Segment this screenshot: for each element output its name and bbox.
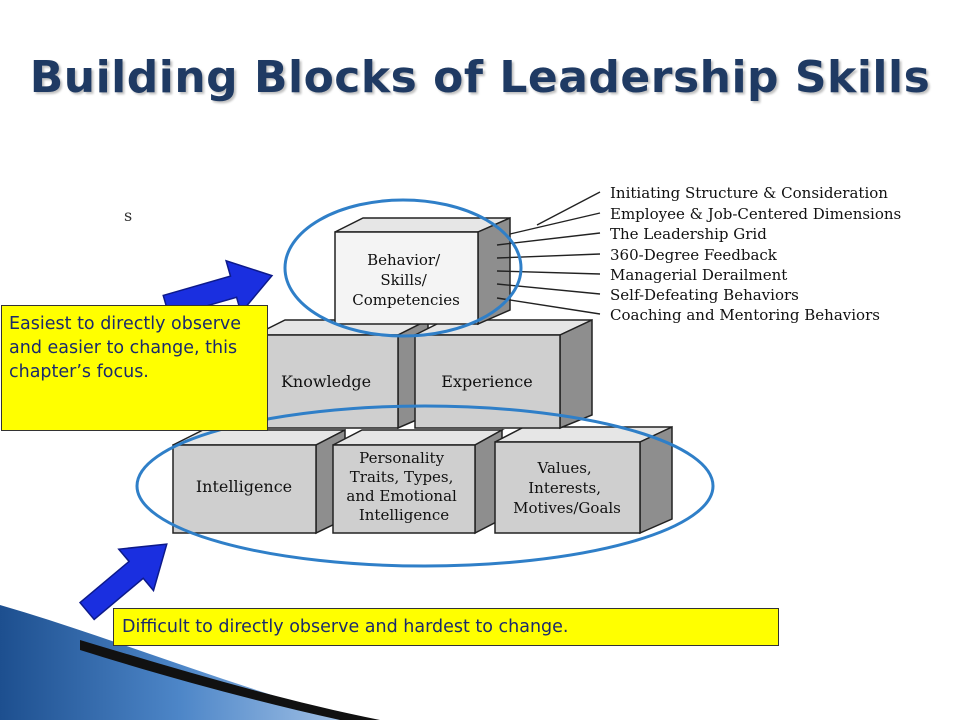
callout-difficult-text: Difficult to directly observe and hardes… [122, 617, 569, 637]
highlight-ellipse-bottom [135, 404, 715, 568]
highlight-ellipse-top [283, 198, 523, 338]
block-values-label: Values, Interests, Motives/Goals [513, 459, 621, 517]
behavior-list: Initiating Structure & Consideration Emp… [610, 184, 906, 324]
arrow-bottom [78, 543, 168, 621]
page-title: Building Blocks of Leadership Skills [29, 52, 931, 103]
behavior-connectors [496, 191, 601, 315]
block-intelligence-label: Intelligence [196, 477, 292, 496]
block-experience-label: Experience [441, 372, 532, 391]
decorative-swoosh [0, 605, 360, 720]
callout-easiest: Easiest to directly observe and easier t… [1, 305, 268, 431]
block-personality-label: Personality Traits, Types, and Emotional… [346, 449, 461, 524]
stray-text: s [124, 206, 133, 225]
callout-difficult: Difficult to directly observe and hardes… [113, 608, 779, 646]
block-behavior-label: Behavior/ Skills/ Competencies [352, 251, 460, 309]
block-behavior [334, 216, 511, 326]
callout-easiest-text: Easiest to directly observe and easier t… [9, 314, 242, 382]
block-intelligence [172, 428, 346, 535]
block-knowledge-label: Knowledge [281, 372, 371, 391]
block-values [494, 425, 673, 535]
